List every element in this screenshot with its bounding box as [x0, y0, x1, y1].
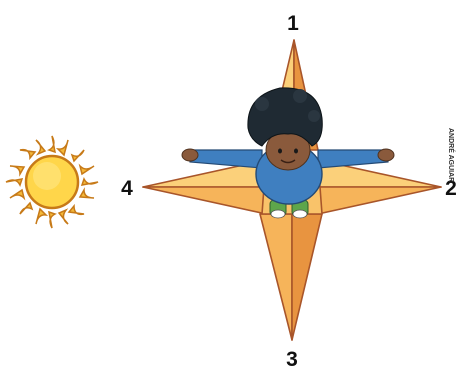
- label-left-4: 4: [121, 177, 133, 200]
- star-arm-bottom: [260, 214, 292, 340]
- star-arm-bottom-shade: [292, 214, 322, 340]
- star-arm-left-shade: [143, 187, 266, 214]
- sun-icon: [6, 136, 98, 228]
- star-arm-right-shade: [318, 187, 441, 214]
- label-top-1: 1: [287, 12, 299, 35]
- label-bottom-3: 3: [286, 348, 298, 371]
- illustrator-credit: ANDRÉ AGUIAR: [447, 128, 456, 182]
